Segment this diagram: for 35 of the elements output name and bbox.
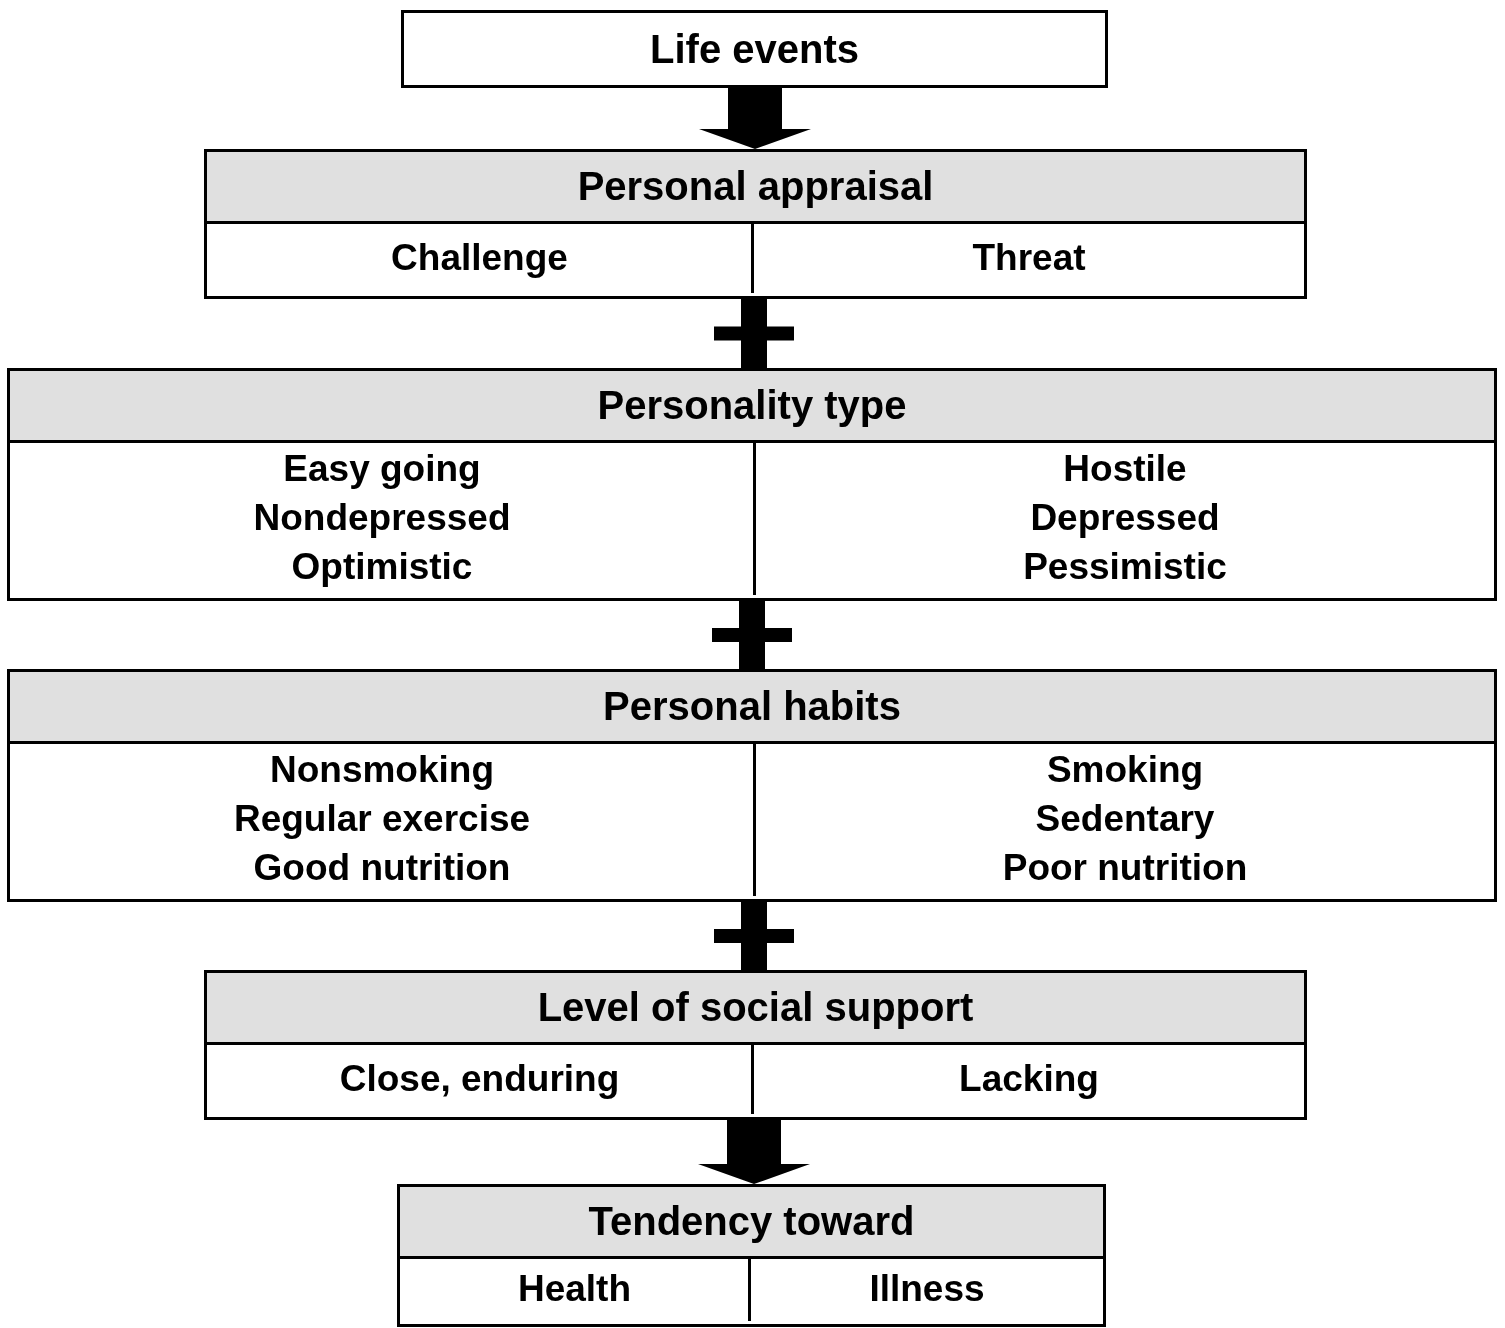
- trait-text: Illness: [869, 1267, 985, 1311]
- block-arrow: [699, 88, 811, 149]
- category-box: [7, 368, 1497, 601]
- trait-text: Depressed: [1030, 496, 1220, 540]
- process-box: [401, 10, 1108, 88]
- trait-text: Nondepressed: [253, 496, 511, 540]
- trait-text: Smoking: [1046, 748, 1204, 792]
- category-box: [204, 149, 1307, 299]
- category-heading: Personal habits: [10, 672, 1494, 744]
- trait-text: Nonsmoking: [269, 748, 495, 792]
- box-title: Life events: [650, 26, 859, 72]
- trait-text: Easy going: [283, 447, 481, 491]
- category-box: [204, 970, 1307, 1120]
- trait-text: Lacking: [959, 1056, 1099, 1101]
- trait-text: Close, enduring: [339, 1056, 620, 1101]
- category-box: [397, 1184, 1106, 1327]
- block-arrow: [698, 1120, 810, 1184]
- category-heading: Tendency toward: [400, 1187, 1103, 1259]
- trait-text: Threat: [972, 235, 1086, 280]
- trait-text: Challenge: [391, 235, 568, 280]
- trait-text: Regular exercise: [233, 797, 531, 841]
- category-heading: Personality type: [10, 371, 1494, 443]
- trait-text: Optimistic: [291, 545, 473, 589]
- category-box: [7, 669, 1497, 902]
- plus-connector: [714, 299, 794, 368]
- plus-connector: [712, 601, 792, 669]
- category-heading: Personal appraisal: [207, 152, 1304, 224]
- trait-text: Sedentary: [1035, 797, 1215, 841]
- trait-text: Health: [517, 1267, 632, 1311]
- category-heading: Level of social support: [207, 973, 1304, 1045]
- trait-text: Good nutrition: [253, 846, 511, 890]
- trait-text: Pessimistic: [1023, 545, 1227, 589]
- trait-text: Hostile: [1063, 447, 1187, 491]
- trait-text: Poor nutrition: [1002, 846, 1248, 890]
- plus-connector: [714, 902, 794, 970]
